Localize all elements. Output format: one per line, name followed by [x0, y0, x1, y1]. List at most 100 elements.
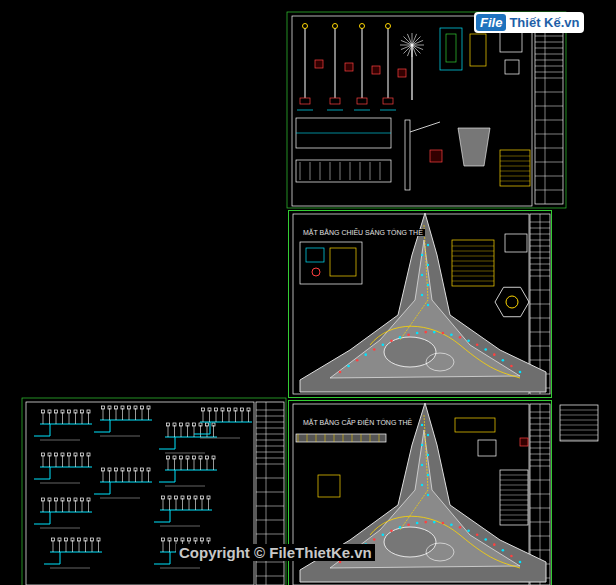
- title-block-row: [256, 440, 284, 441]
- breaker-symbol: [74, 410, 77, 413]
- profile-mark: [307, 434, 308, 442]
- caption-line: [160, 568, 200, 569]
- feeder-line: [72, 540, 73, 552]
- feeder-line: [203, 410, 204, 422]
- profile-box: [296, 160, 391, 182]
- lamp-symbol: [519, 561, 522, 564]
- lamp-symbol: [442, 522, 445, 525]
- detail-box: [440, 28, 462, 70]
- breaker-symbol: [78, 538, 81, 541]
- breaker-symbol: [102, 406, 105, 409]
- feeder-line: [116, 470, 117, 482]
- title-block-row: [535, 92, 563, 93]
- feeder-line: [181, 425, 182, 437]
- feeder-line: [103, 470, 104, 482]
- title-block-row: [530, 418, 550, 419]
- breaker-symbol: [212, 423, 215, 426]
- feeder-line: [148, 470, 149, 482]
- caption-line: [165, 453, 205, 454]
- title-block-row: [530, 258, 550, 259]
- lamp-symbol: [424, 521, 427, 524]
- breaker-symbol: [87, 498, 90, 501]
- palm-leaf: [404, 45, 412, 53]
- breaker-symbol: [65, 538, 68, 541]
- profile-mark: [325, 434, 326, 442]
- title-block-row: [256, 506, 284, 507]
- lamp-symbol: [502, 549, 505, 552]
- busbar: [100, 420, 152, 421]
- feeder-line: [169, 540, 170, 552]
- feeder-line: [181, 458, 182, 470]
- profile-mark: [334, 434, 335, 442]
- supply-line: [34, 424, 50, 436]
- logo-text: File: [476, 14, 506, 31]
- breaker-symbol: [241, 408, 244, 411]
- breaker-symbol: [102, 468, 105, 471]
- breaker-symbol: [134, 468, 137, 471]
- title-block-row: [530, 228, 550, 229]
- breaker-symbol: [168, 496, 171, 499]
- breaker-symbol: [199, 423, 202, 426]
- lamp-pole: [362, 28, 363, 98]
- lamp-symbol: [459, 336, 462, 339]
- palm-leaf: [401, 45, 412, 50]
- title-block-row: [535, 176, 563, 177]
- title-block-row: [535, 66, 563, 67]
- lamp-symbol: [421, 444, 423, 446]
- feeder-line: [75, 455, 76, 467]
- feeder-line: [69, 455, 70, 467]
- feeder-line: [62, 455, 63, 467]
- title-block-row: [256, 464, 284, 465]
- feeder-line: [49, 412, 50, 424]
- lake: [384, 527, 436, 557]
- title-block-row: [535, 36, 563, 37]
- profile-mark: [298, 434, 299, 442]
- title-block-row: [530, 448, 550, 449]
- feeder-line: [163, 540, 164, 552]
- title-block-row: [256, 416, 284, 417]
- sheet-title: MẶT BẰNG CẤP ĐIỆN TỔNG THỂ: [301, 419, 414, 426]
- palm-leaf: [412, 33, 413, 45]
- outside-table-row: [560, 410, 598, 411]
- breaker-symbol: [181, 496, 184, 499]
- title-block-row: [256, 492, 284, 493]
- title-block-row: [530, 424, 550, 425]
- lamp-symbol: [484, 348, 487, 351]
- pole-section: [405, 120, 410, 190]
- profile-mark: [343, 434, 344, 442]
- breaker-symbol: [134, 406, 137, 409]
- breaker-symbol: [194, 538, 197, 541]
- feeder-line: [98, 540, 99, 552]
- title-block-row: [256, 452, 284, 453]
- supply-line: [159, 470, 175, 482]
- lamp-pole: [335, 28, 336, 98]
- title-block-row: [535, 60, 563, 61]
- lamp-symbol: [416, 332, 419, 335]
- breaker-symbol: [48, 498, 51, 501]
- load-table-row: [500, 500, 528, 501]
- breaker-symbol: [206, 456, 209, 459]
- busbar: [160, 510, 212, 511]
- breaker-symbol: [186, 456, 189, 459]
- detail-box: [470, 34, 486, 66]
- supply-line: [94, 420, 110, 432]
- lamp-symbol: [427, 264, 429, 266]
- lamp-symbol: [476, 533, 479, 536]
- palm-leaf: [412, 45, 424, 46]
- caption-line: [40, 440, 80, 441]
- lamp-symbol: [433, 331, 436, 334]
- lamp-symbol: [421, 274, 423, 276]
- outside-table-row: [560, 435, 598, 436]
- title-block-row: [530, 536, 550, 537]
- breaker-symbol: [193, 423, 196, 426]
- busbar: [165, 437, 217, 438]
- feeder-line: [69, 500, 70, 512]
- lamp-symbol: [493, 543, 496, 546]
- lamp-symbol: [421, 424, 423, 426]
- profile-mark: [316, 434, 317, 442]
- breaker-symbol: [186, 423, 189, 426]
- palm-leaf: [407, 34, 412, 45]
- pavilion-symbol: [506, 296, 518, 308]
- feeder-line: [122, 470, 123, 482]
